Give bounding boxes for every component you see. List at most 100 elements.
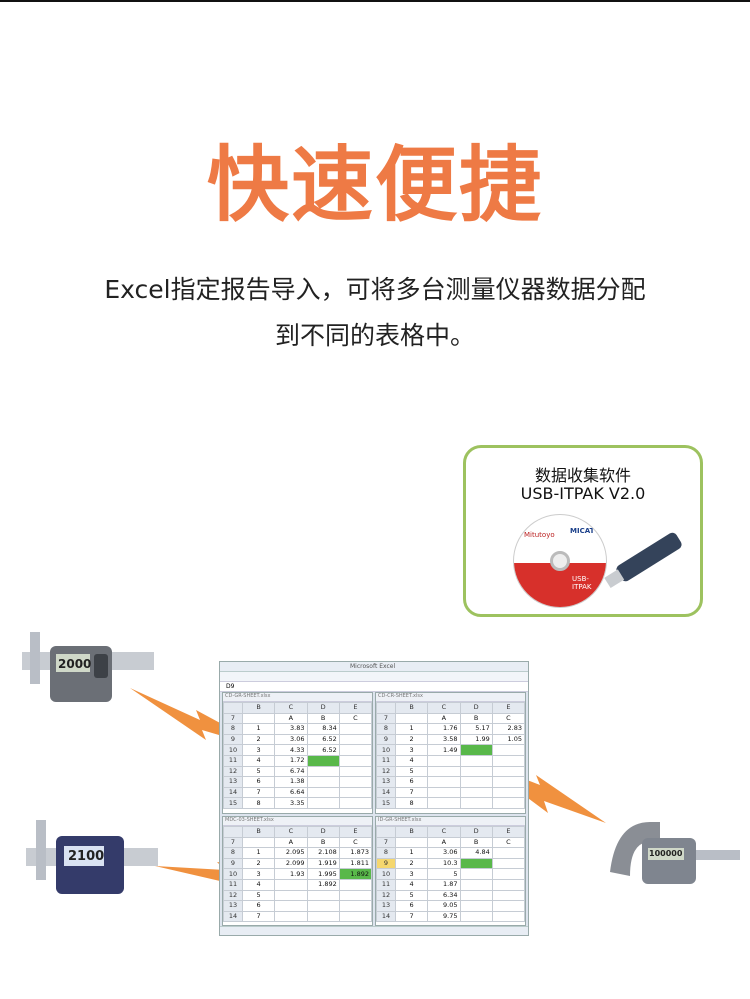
table-cell[interactable]: 10 — [223, 744, 243, 756]
table-cell[interactable]: 1.93 — [274, 868, 308, 880]
table-cell[interactable] — [306, 900, 340, 912]
table-cell[interactable] — [338, 910, 372, 923]
table-cell[interactable]: 2.095 — [274, 847, 308, 859]
table-cell[interactable]: 4.33 — [274, 744, 308, 756]
table-cell[interactable] — [274, 900, 308, 912]
table-cell[interactable] — [338, 754, 372, 767]
table-cell[interactable] — [427, 754, 461, 767]
table-cell[interactable]: 7 — [376, 712, 396, 725]
table-cell[interactable]: 7 — [394, 786, 429, 799]
table-cell[interactable]: B — [306, 712, 340, 725]
table-cell[interactable]: 4 — [394, 878, 429, 891]
table-cell[interactable] — [491, 847, 525, 859]
column-header-cell[interactable] — [376, 702, 396, 714]
table-cell[interactable] — [459, 910, 493, 923]
table-cell[interactable] — [427, 786, 461, 799]
table-cell[interactable] — [394, 712, 429, 725]
table-cell[interactable] — [459, 765, 493, 778]
table-cell[interactable]: C — [491, 712, 525, 725]
table-cell[interactable]: 9 — [223, 733, 243, 746]
table-cell[interactable]: 6.52 — [306, 733, 340, 746]
column-header-cell[interactable]: B — [394, 702, 429, 714]
table-cell[interactable]: 12 — [223, 765, 243, 778]
table-cell[interactable]: 12 — [223, 889, 243, 902]
table-cell[interactable]: 3.58 — [427, 733, 461, 746]
table-cell[interactable]: A — [427, 836, 461, 849]
table-cell[interactable] — [338, 765, 372, 778]
table-cell[interactable] — [491, 744, 525, 756]
table-cell[interactable]: 14 — [376, 786, 396, 799]
table-cell[interactable]: 2 — [241, 857, 276, 870]
table-cell[interactable] — [491, 786, 525, 799]
column-header-cell[interactable] — [223, 702, 243, 714]
table-cell[interactable] — [459, 889, 493, 902]
table-cell[interactable]: 5 — [241, 889, 276, 902]
table-cell[interactable]: 7 — [223, 836, 243, 849]
table-cell[interactable] — [459, 878, 493, 891]
table-cell[interactable]: 1.995 — [306, 868, 340, 880]
table-cell[interactable] — [338, 733, 372, 746]
table-cell[interactable]: 6 — [394, 776, 429, 788]
table-cell[interactable] — [459, 754, 493, 767]
table-cell[interactable] — [491, 765, 525, 778]
table-cell[interactable]: 6.34 — [427, 889, 461, 902]
table-cell[interactable]: 8 — [376, 723, 396, 735]
column-header-cell[interactable]: D — [459, 826, 493, 838]
column-header-cell[interactable]: C — [274, 826, 308, 838]
table-cell[interactable]: B — [459, 836, 493, 849]
table-cell[interactable]: 1.873 — [338, 847, 372, 859]
table-cell[interactable]: 6 — [394, 900, 429, 912]
table-cell[interactable]: 11 — [376, 878, 396, 891]
table-cell[interactable]: 9.75 — [427, 910, 461, 923]
table-cell[interactable]: 6 — [241, 900, 276, 912]
table-cell[interactable]: A — [427, 712, 461, 725]
table-cell[interactable] — [306, 776, 340, 788]
table-cell[interactable]: 4 — [241, 878, 276, 891]
table-cell[interactable]: 9 — [223, 857, 243, 870]
table-cell[interactable]: 9 — [376, 733, 396, 746]
table-cell[interactable] — [491, 868, 525, 880]
table-cell[interactable] — [306, 786, 340, 799]
column-header-cell[interactable]: D — [306, 702, 340, 714]
column-header-cell[interactable]: B — [241, 826, 276, 838]
table-cell[interactable]: 15 — [223, 797, 243, 809]
table-cell[interactable] — [491, 754, 525, 767]
table-cell[interactable] — [306, 765, 340, 778]
table-cell[interactable]: 9.05 — [427, 900, 461, 912]
table-cell[interactable]: 2 — [241, 733, 276, 746]
table-cell[interactable] — [338, 889, 372, 902]
table-cell[interactable]: 12 — [376, 889, 396, 902]
table-cell[interactable] — [338, 900, 372, 912]
table-cell[interactable]: 13 — [376, 776, 396, 788]
table-cell[interactable]: 4 — [394, 754, 429, 767]
table-cell[interactable]: 1.38 — [274, 776, 308, 788]
table-cell[interactable]: 10 — [376, 868, 396, 880]
table-cell[interactable] — [306, 910, 340, 923]
table-cell[interactable]: 1.87 — [427, 878, 461, 891]
table-cell[interactable]: 1.892 — [306, 878, 340, 891]
table-cell[interactable] — [338, 776, 372, 788]
column-header-cell[interactable]: C — [274, 702, 308, 714]
table-cell[interactable]: 4 — [241, 754, 276, 767]
table-cell[interactable] — [274, 889, 308, 902]
table-cell[interactable]: 10 — [376, 744, 396, 756]
column-header-cell[interactable]: E — [491, 702, 525, 714]
table-cell[interactable] — [338, 797, 372, 809]
table-cell[interactable] — [427, 797, 461, 809]
table-cell[interactable]: B — [306, 836, 340, 849]
table-cell[interactable] — [241, 836, 276, 849]
table-cell[interactable]: 1 — [394, 847, 429, 859]
table-cell[interactable] — [338, 878, 372, 891]
table-cell[interactable]: 1.49 — [427, 744, 461, 756]
table-cell[interactable]: 6.64 — [274, 786, 308, 799]
excel-ribbon[interactable] — [220, 672, 528, 682]
table-cell[interactable]: A — [274, 712, 308, 725]
table-cell[interactable]: 12 — [376, 765, 396, 778]
table-cell[interactable] — [491, 889, 525, 902]
table-cell[interactable]: 5 — [427, 868, 461, 880]
table-cell[interactable] — [306, 889, 340, 902]
